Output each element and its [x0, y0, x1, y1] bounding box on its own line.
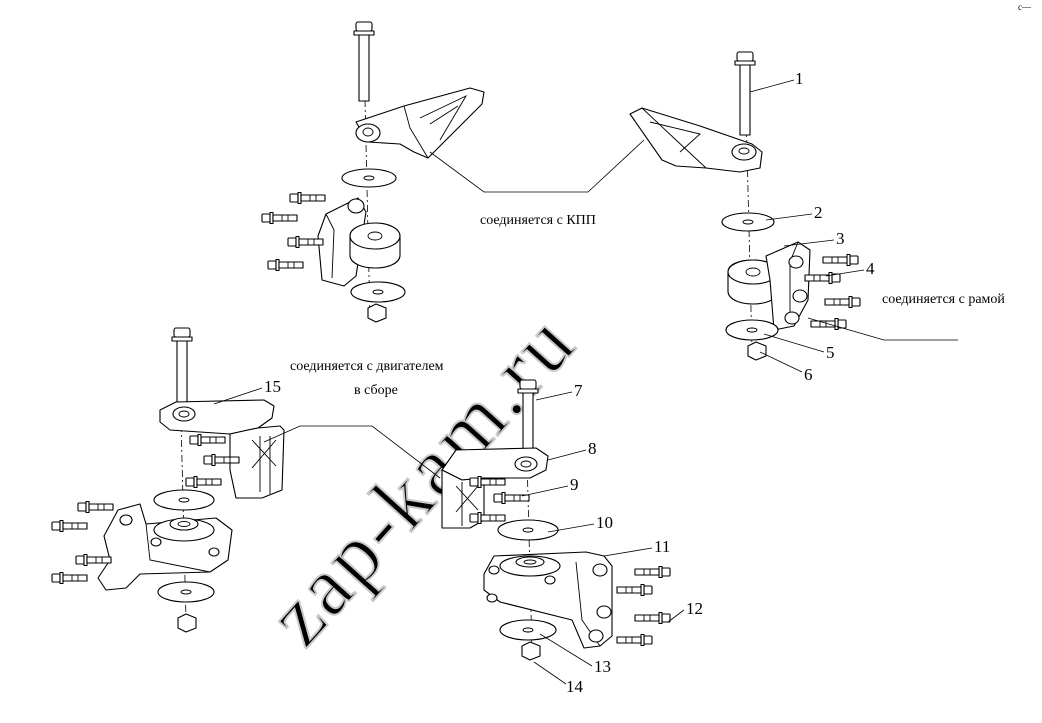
long-bolt-bottom-left: [171, 327, 193, 408]
label-connects-frame: соединяется с рамой: [882, 292, 1005, 307]
callout-10: 10: [596, 513, 613, 532]
bolt-top-left-2: [261, 211, 298, 225]
washer-bottom-right: [497, 519, 559, 541]
engine-bracket-bottom-left: [159, 399, 285, 499]
top-left-mount-assembly: [261, 21, 485, 323]
callout-4: 4: [866, 259, 875, 278]
washer-lower-bottom-left: [157, 581, 215, 603]
bolt-bottom-left-3: [75, 553, 112, 567]
callout-6: 6: [804, 365, 813, 384]
bolt-bottom-left-a: [189, 433, 226, 447]
bolt-top-right-2: [804, 271, 841, 285]
top-right-mount-assembly: [629, 51, 861, 361]
nut-top-left: [367, 303, 387, 323]
callout-7: 7: [574, 381, 583, 400]
callout-2: 2: [814, 203, 823, 222]
rubber-mount-top-right: [727, 241, 811, 331]
washer-top-right: [721, 212, 775, 232]
nut-bottom-left: [177, 613, 197, 633]
bolt-bottom-right-3: [634, 611, 671, 625]
rubber-mount-bottom-left: [97, 503, 233, 591]
washer-lower-bottom-right: [499, 619, 557, 641]
callout-15: 15: [264, 377, 281, 396]
nut-top-right: [747, 341, 767, 361]
bolt-top-left-1: [289, 191, 326, 205]
gearbox-bracket-left: [355, 87, 485, 159]
bolt-top-right-3: [824, 295, 861, 309]
rubber-mount-top-left: [317, 197, 401, 287]
bolt-bottom-right-c: [469, 511, 506, 525]
bolt-bottom-right-b: [493, 491, 530, 505]
bolt-top-right-1: [822, 253, 859, 267]
label-connects-gearbox: соединяется с КПП: [480, 213, 596, 228]
callout-11: 11: [654, 537, 670, 556]
callout-3: 3: [836, 229, 845, 248]
callout-9: 9: [570, 475, 579, 494]
long-bolt-top-right: [734, 51, 756, 136]
long-bolt-top-left: [353, 21, 375, 102]
engine-bracket-bottom-right: [441, 447, 549, 529]
bolt-bottom-right-4: [616, 633, 653, 647]
callout-numbers: 1 2 3 4 5 6 7 8 9 10 11 12 13 14 15: [264, 69, 875, 696]
bolt-bottom-left-1: [77, 500, 114, 514]
frame-connection-line: [807, 317, 958, 341]
corner-mark: c—: [1018, 2, 1032, 12]
rubber-mount-bottom-right: [483, 551, 613, 649]
bolt-top-left-4: [267, 258, 304, 272]
long-bolt-bottom-right: [517, 379, 539, 458]
washer-top-left: [341, 168, 397, 188]
gearbox-connection-line: [429, 139, 645, 193]
bolt-bottom-right-2: [616, 583, 653, 597]
bottom-right-mount-assembly: [441, 379, 671, 661]
callout-14: 14: [566, 677, 584, 696]
callout-5: 5: [826, 343, 835, 362]
label-connects-engine-line2: в сборе: [354, 383, 398, 398]
bolt-bottom-left-c: [185, 475, 222, 489]
engine-connection-line: [263, 425, 441, 479]
callout-13: 13: [594, 657, 611, 676]
gearbox-bracket-right: [629, 107, 763, 173]
callout-8: 8: [588, 439, 597, 458]
bolt-bottom-left-2: [51, 519, 88, 533]
bolt-bottom-left-4: [51, 571, 88, 585]
callout-12: 12: [686, 599, 703, 618]
washer-lower-top-right: [725, 319, 779, 341]
callout-1: 1: [795, 69, 804, 88]
callout-leaders: [213, 79, 865, 685]
label-connects-engine-line1: соединяется с двигателем: [290, 359, 444, 374]
washer-bottom-left: [153, 489, 215, 511]
bottom-left-mount-assembly: [51, 327, 285, 633]
nut-bottom-right: [521, 641, 541, 661]
bolt-bottom-right-1: [634, 565, 671, 579]
washer-lower-top-left: [350, 281, 406, 303]
